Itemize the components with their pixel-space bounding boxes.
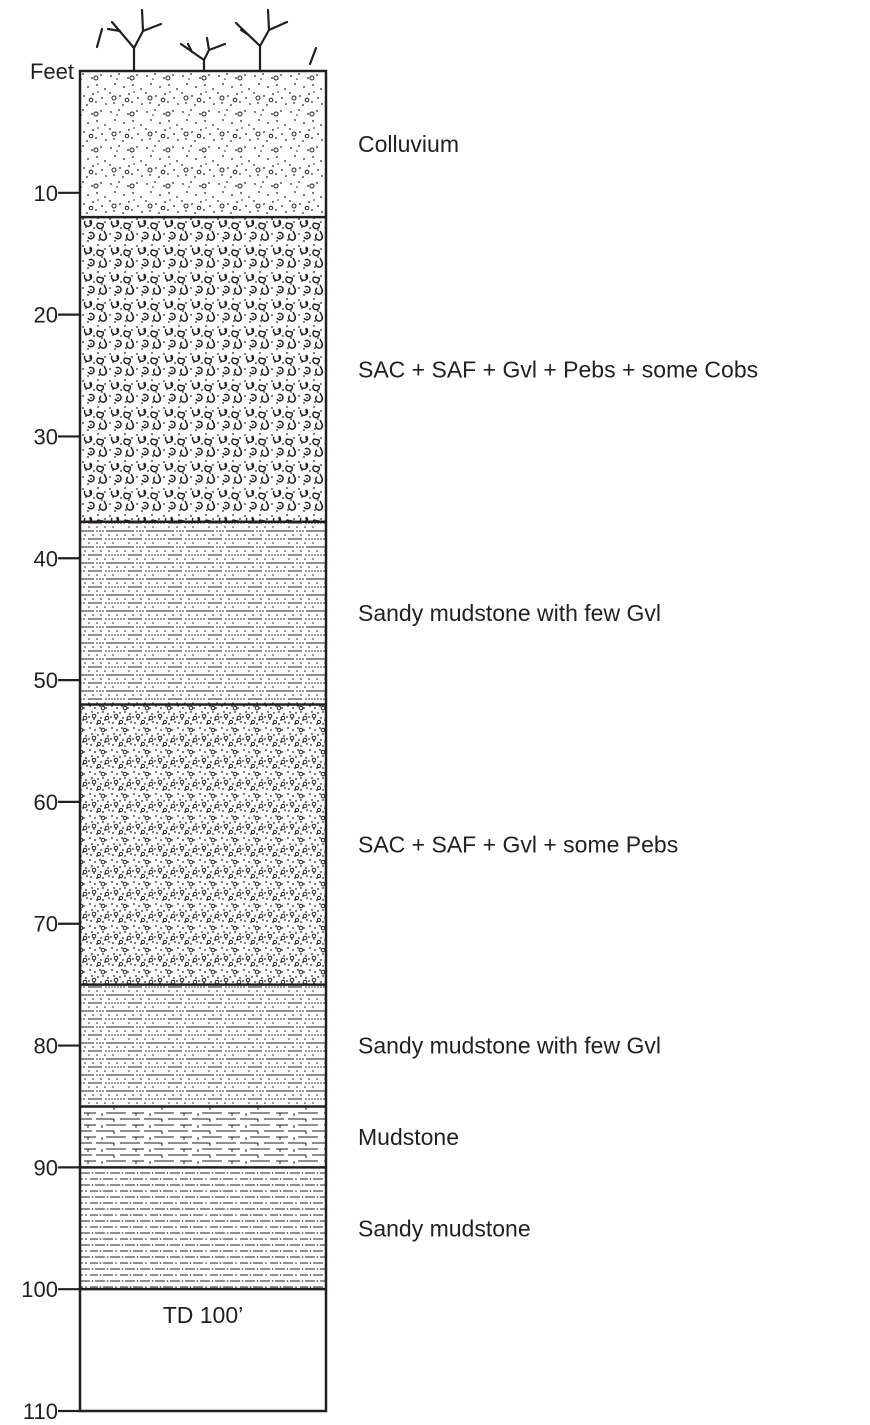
depth-tick-label: 90 [34, 1155, 58, 1180]
depth-tick-label: 100 [21, 1277, 58, 1302]
depth-axis: 10 20 30 40 50 60 70 80 90 100 110 [21, 181, 80, 1424]
layer-description: Sandy mudstone [358, 1215, 531, 1241]
depth-tick-label: 10 [34, 181, 58, 206]
lithology-layers [80, 71, 326, 1290]
depth-tick-label: 70 [34, 912, 58, 937]
depth-tick-label: 20 [34, 303, 58, 328]
layer-description: Mudstone [358, 1124, 459, 1150]
depth-tick-label: 110 [23, 1399, 58, 1424]
depth-tick-label: 50 [34, 668, 58, 693]
layer-colluvium [80, 71, 326, 218]
layer-description: SAC + SAF + Gvl + Pebs + some Cobs [358, 356, 758, 382]
depth-tick-label: 60 [34, 790, 58, 815]
vegetation-symbol-icon [95, 8, 318, 73]
depth-tick-label: 80 [34, 1034, 58, 1059]
log-column-frame [78, 69, 328, 1413]
total-depth-label: TD 100’ [163, 1302, 244, 1328]
layer-mudstone [80, 1106, 326, 1168]
layer-sandy-mudstone-dotted [80, 984, 326, 1107]
depth-unit-label: Feet [30, 59, 74, 84]
layer-description: Sandy mudstone with few Gvl [358, 1033, 661, 1059]
layer-gravelly-sand [80, 704, 326, 985]
layer-boundaries [80, 215, 326, 1291]
layer-pebbly-sand [80, 217, 326, 522]
depth-tick-label: 30 [34, 424, 58, 449]
layer-description: SAC + SAF + Gvl + some Pebs [358, 832, 678, 858]
layer-description: Colluvium [358, 131, 459, 157]
depth-tick-label: 40 [34, 546, 58, 571]
layer-sandy-mudstone-dashdot [80, 1167, 326, 1290]
layer-description: Sandy mudstone with few Gvl [358, 600, 661, 626]
layer-sandy-mudstone-dotted [80, 521, 326, 705]
